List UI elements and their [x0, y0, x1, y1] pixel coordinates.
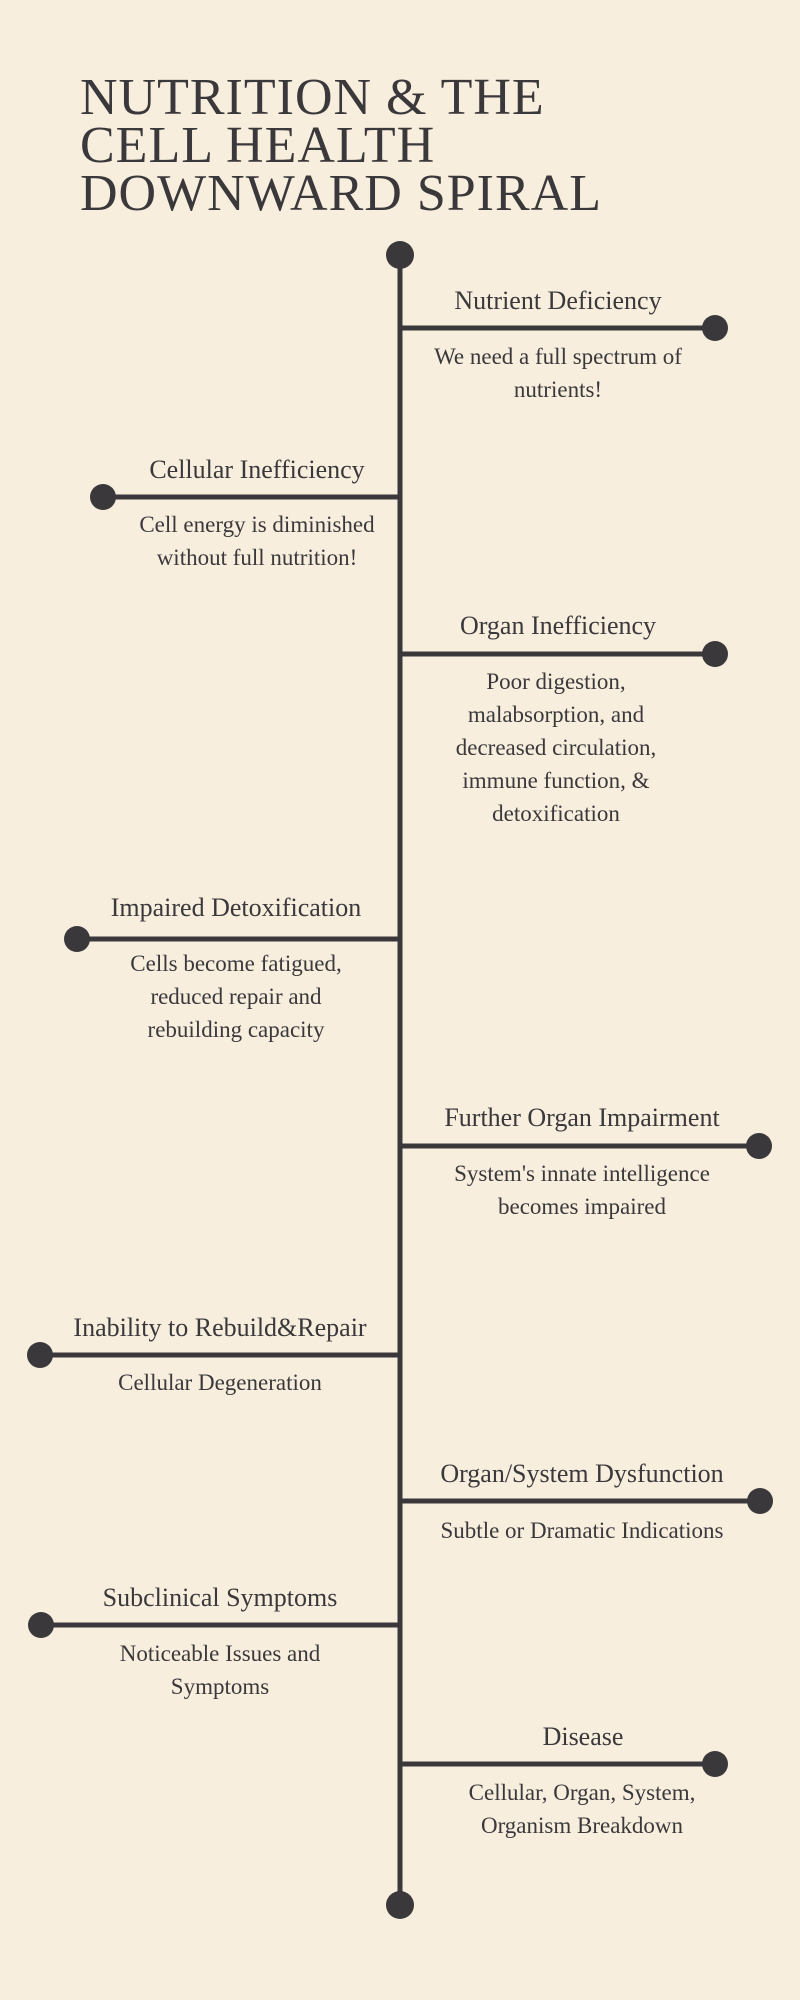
step-6-description: Cellular Degeneration	[118, 1370, 322, 1395]
step-3-heading: Organ Inefficiency	[459, 611, 657, 640]
step-2-heading: Cellular Inefficiency	[149, 455, 365, 484]
step-3-description: Poor digestion, malabsorption, and decre…	[455, 669, 657, 826]
step-2-dot	[90, 484, 116, 510]
step-7-dot	[747, 1488, 773, 1514]
step-2-description: Cell energy is diminished without full n…	[139, 512, 375, 570]
timeline-start-dot	[386, 241, 414, 269]
step-7-heading: Organ/System Dysfunction	[440, 1459, 724, 1488]
step-8-dot	[28, 1612, 54, 1638]
step-6-heading: Inability to Rebuild&Repair	[73, 1313, 367, 1342]
step-8-heading: Subclinical Symptoms	[102, 1583, 338, 1612]
step-9-description: Cellular, Organ, System, Organism Breakd…	[468, 1780, 696, 1838]
title-line-1: NUTRITION & THE	[80, 69, 545, 126]
step-4-heading: Impaired Detoxification	[110, 893, 362, 922]
step-5-description: System's innate intelligence becomes imp…	[454, 1161, 710, 1219]
title-line-3: DOWNWARD SPIRAL	[80, 165, 602, 222]
step-3-dot	[702, 641, 728, 667]
step-5-dot	[746, 1133, 772, 1159]
step-7-description: Subtle or Dramatic Indications	[440, 1518, 724, 1543]
step-1-heading: Nutrient Deficiency	[454, 286, 662, 315]
title-line-2: CELL HEALTH	[80, 117, 436, 174]
page-title: NUTRITION & THE CELL HEALTH DOWNWARD SPI…	[80, 69, 602, 222]
step-4-dot	[64, 926, 90, 952]
step-1-description: We need a full spectrum of nutrients!	[434, 344, 682, 402]
step-1-dot	[702, 315, 728, 341]
step-4-description: Cells become fatigued, reduced repair an…	[130, 951, 342, 1042]
timeline-end-dot	[386, 1891, 414, 1919]
step-5-heading: Further Organ Impairment	[444, 1103, 720, 1132]
step-9-heading: Disease	[542, 1722, 624, 1751]
step-6-dot	[27, 1342, 53, 1368]
step-8-description: Noticeable Issues and Symptoms	[119, 1641, 321, 1699]
step-9-dot	[702, 1751, 728, 1777]
